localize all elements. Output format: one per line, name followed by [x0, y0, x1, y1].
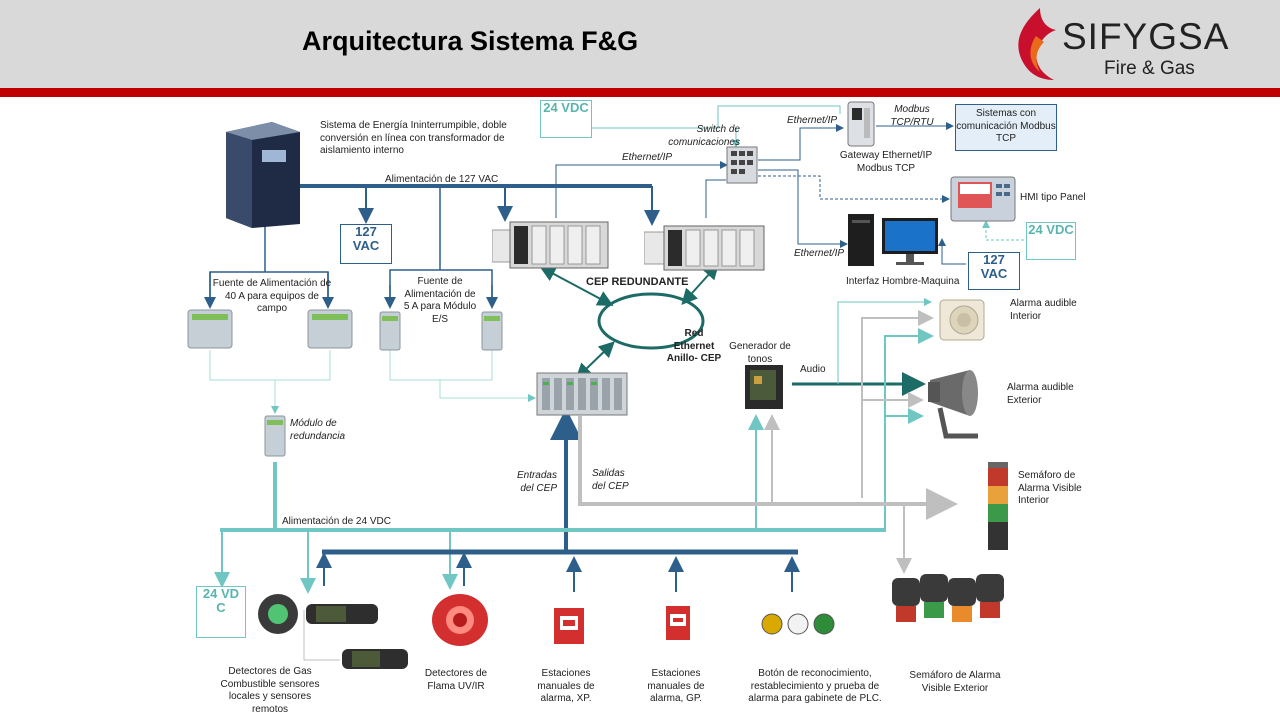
- modbus-rtu-label: Modbus TCP/RTU: [890, 104, 934, 128]
- network-switch-icon: [726, 146, 758, 184]
- indoor-beacon-icon: [988, 462, 1008, 550]
- generador-label: Generador de tonos: [729, 341, 791, 365]
- switch-label: Switch de comunicaciones: [668, 124, 740, 148]
- page-title: Arquitectura Sistema F&G: [302, 26, 639, 56]
- ups-label: Sistema de Energía Ininterrumpible, dobl…: [320, 120, 507, 156]
- fuente-40-label: Fuente de Alimentación de 40 A para equi…: [212, 278, 332, 314]
- header-band: [0, 0, 1280, 88]
- gas-detector-icon: [258, 594, 378, 634]
- salidas-label: Salidas del CEP: [592, 468, 629, 492]
- plc-rack-a-icon: [492, 221, 609, 269]
- gateway-label: Gateway Ethernet/IP Modbus TCP: [839, 150, 933, 174]
- det-flama-label: Detectores de Flama UV/IR: [424, 668, 488, 692]
- manual-station-gp-icon: [666, 606, 690, 640]
- modulo-redundancia-label: Módulo de redundancia: [290, 418, 346, 442]
- entradas-label: Entradas del CEP: [516, 470, 557, 494]
- hmi-panel-label: HMI tipo Panel: [1020, 192, 1086, 203]
- flame-logo-icon: [1018, 8, 1056, 80]
- outdoor-alarm-horn-icon: [928, 370, 978, 439]
- redundancy-module-icon: [264, 415, 286, 457]
- boton-label: Botón de reconocimiento, restablecimient…: [748, 668, 882, 704]
- vac127-right-tag: 127 VAC: [968, 252, 1020, 290]
- manual-station-xp-icon: [554, 608, 584, 644]
- brand-subtitle: Fire & Gas: [1104, 58, 1195, 79]
- semaforo-int-label: Semáforo de Alarma Visible Interior: [1018, 470, 1082, 506]
- remote-gas-sensor-icon: [342, 649, 408, 669]
- alim-24-label: Alimentación de 24 VDC: [282, 516, 391, 527]
- alim-127-label: Alimentación de 127 VAC: [385, 174, 499, 185]
- vdc24-right-tag: 24 VDC: [1026, 222, 1076, 260]
- gateway-icon: [847, 101, 875, 147]
- est-gp-label: Estaciones manuales de alarma, GP.: [647, 668, 705, 704]
- hmi-computer-icon: [848, 214, 938, 266]
- audio-label: Audio: [800, 364, 826, 375]
- red-ethernet-label: Red Ethernet Anillo- CEP: [666, 328, 722, 364]
- ethernet-ip-label-2: Ethernet/IP: [787, 115, 838, 126]
- ethernet-ip-label-1: Ethernet/IP: [622, 152, 673, 163]
- vdc24-top-tag: 24 VDC: [540, 100, 592, 138]
- ups-cabinet-icon: [226, 122, 300, 228]
- alarma-ext-label: Alarma audible Exterior: [1007, 382, 1074, 406]
- fuente-5-label: Fuente de Alimentación de 5 A para Módul…: [403, 276, 477, 325]
- flame-detector-icon: [432, 594, 488, 646]
- psu-5a-1-icon: [379, 311, 401, 351]
- det-gas-label: Detectores de Gas Combustible sensores l…: [220, 666, 320, 715]
- ack-buttons-icon: [761, 613, 835, 635]
- psu-40a-2-icon: [307, 309, 353, 349]
- alarma-int-label: Alarma audible Interior: [1010, 298, 1077, 322]
- vac127-left-tag: 127 VAC: [340, 224, 392, 264]
- outdoor-beacons-icon: [892, 574, 1004, 622]
- psu-40a-1-icon: [187, 309, 233, 349]
- header-red-bar: [0, 88, 1280, 97]
- tone-generator-icon: [745, 365, 783, 409]
- modbus-systems-box: Sistemas con comunicación Modbus TCP: [955, 104, 1057, 151]
- psu-5a-2-icon: [481, 311, 503, 351]
- cep-redundante-label: CEP REDUNDANTE: [586, 276, 689, 288]
- plc-rack-b-icon: [644, 225, 765, 271]
- ethernet-ip-label-3: Ethernet/IP: [794, 248, 845, 259]
- vdc24-bottom-tag: 24 VD C: [196, 586, 246, 638]
- hmi-panel-icon: [950, 176, 1016, 222]
- est-xp-label: Estaciones manuales de alarma, XP.: [537, 668, 595, 704]
- indoor-alarm-speaker-icon: [939, 299, 985, 341]
- semaforo-ext-label: Semáforo de Alarma Visible Exterior: [909, 670, 1001, 694]
- remote-io-module-icon: [536, 372, 628, 416]
- brand-name: SIFYGSA: [1062, 16, 1230, 57]
- interfaz-hm-label: Interfaz Hombre-Maquina: [846, 276, 960, 287]
